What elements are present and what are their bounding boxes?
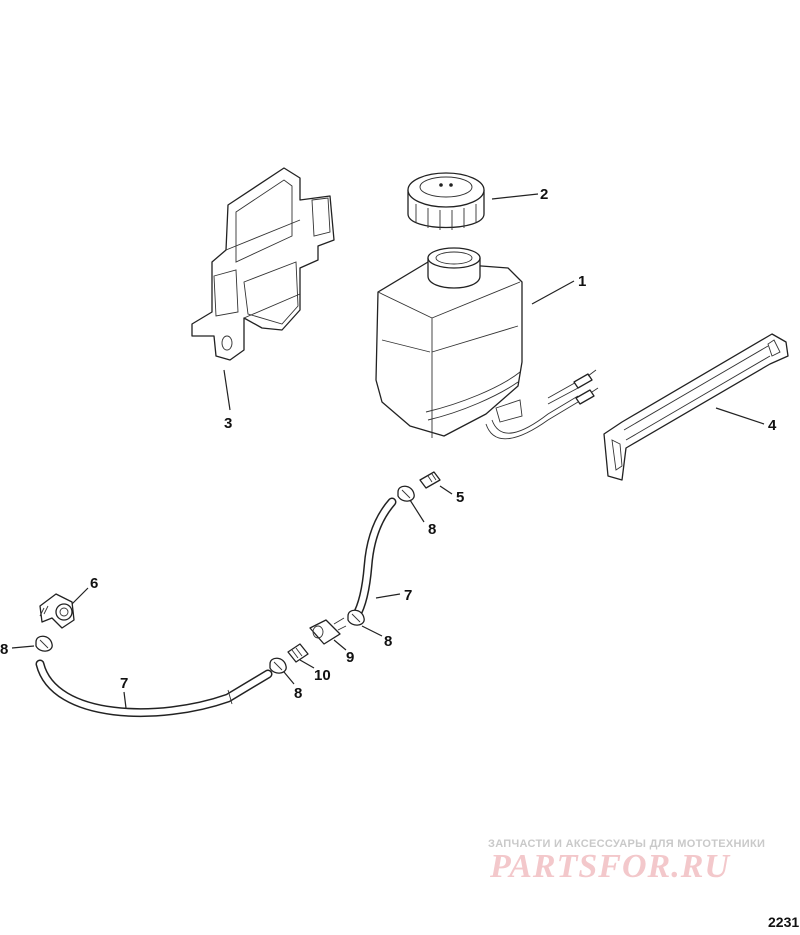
hose-clamp-part (35, 485, 415, 674)
watermark-tagline: ЗАПЧАСТИ И АКСЕССУАРЫ ДЛЯ МОТОТЕХНИКИ (488, 838, 766, 850)
callout-9: 9 (346, 649, 354, 666)
mounting-bracket-part (191, 167, 335, 361)
callout-8-top: 8 (428, 521, 436, 538)
callout-8-middle: 8 (384, 633, 392, 650)
hose-upper-part (351, 497, 397, 621)
callout-5: 5 (456, 489, 464, 506)
check-valve-part (309, 617, 347, 645)
oil-tank-part (375, 247, 599, 440)
callout-7-upper: 7 (404, 587, 412, 604)
connector-part-10 (287, 643, 309, 663)
callout-10: 10 (314, 667, 331, 684)
callout-7-lower: 7 (120, 675, 128, 692)
leader-lines (11, 193, 765, 709)
hose-lower-part (35, 659, 273, 718)
callout-6: 6 (90, 575, 98, 592)
callout-8-left: 8 (0, 641, 8, 658)
fitting-part-5 (419, 471, 441, 489)
retaining-strap-part (603, 333, 789, 481)
watermark-logo: PARTSFOR.RU (490, 848, 730, 885)
callout-1: 1 (578, 273, 586, 290)
callout-4: 4 (768, 417, 777, 434)
elbow-fitting-part (39, 593, 75, 629)
callout-3: 3 (224, 415, 232, 432)
callout-2: 2 (540, 186, 548, 203)
figure-id: 2231 (768, 914, 800, 930)
filler-cap-part (407, 172, 485, 230)
callout-8-bottom: 8 (294, 685, 302, 702)
